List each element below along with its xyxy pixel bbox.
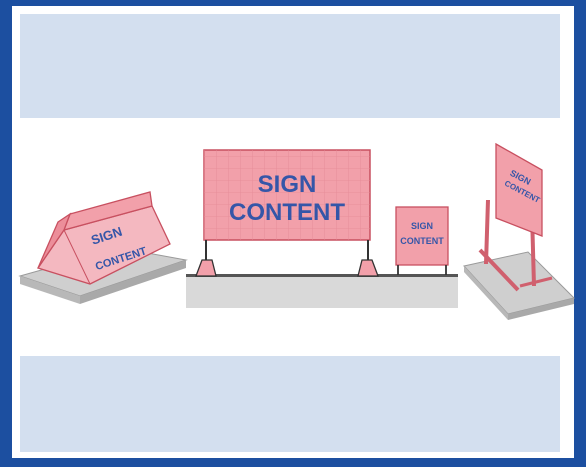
bottom-band bbox=[20, 356, 560, 452]
barrier-sign: SIGN CONTENT bbox=[18, 191, 188, 304]
aframe-sign: SIGN CONTENT bbox=[395, 206, 449, 275]
aframe-sign-line1: SIGN bbox=[411, 221, 433, 231]
top-band bbox=[20, 14, 560, 118]
fence-sign-line1: SIGN bbox=[258, 171, 317, 198]
aframe-sign-line2: CONTENT bbox=[400, 236, 444, 246]
easel-sign: SIGN CONTENT bbox=[463, 142, 575, 320]
fence-sign: SIGN CONTENT bbox=[186, 149, 458, 308]
fence-sign-line2: CONTENT bbox=[229, 199, 345, 226]
